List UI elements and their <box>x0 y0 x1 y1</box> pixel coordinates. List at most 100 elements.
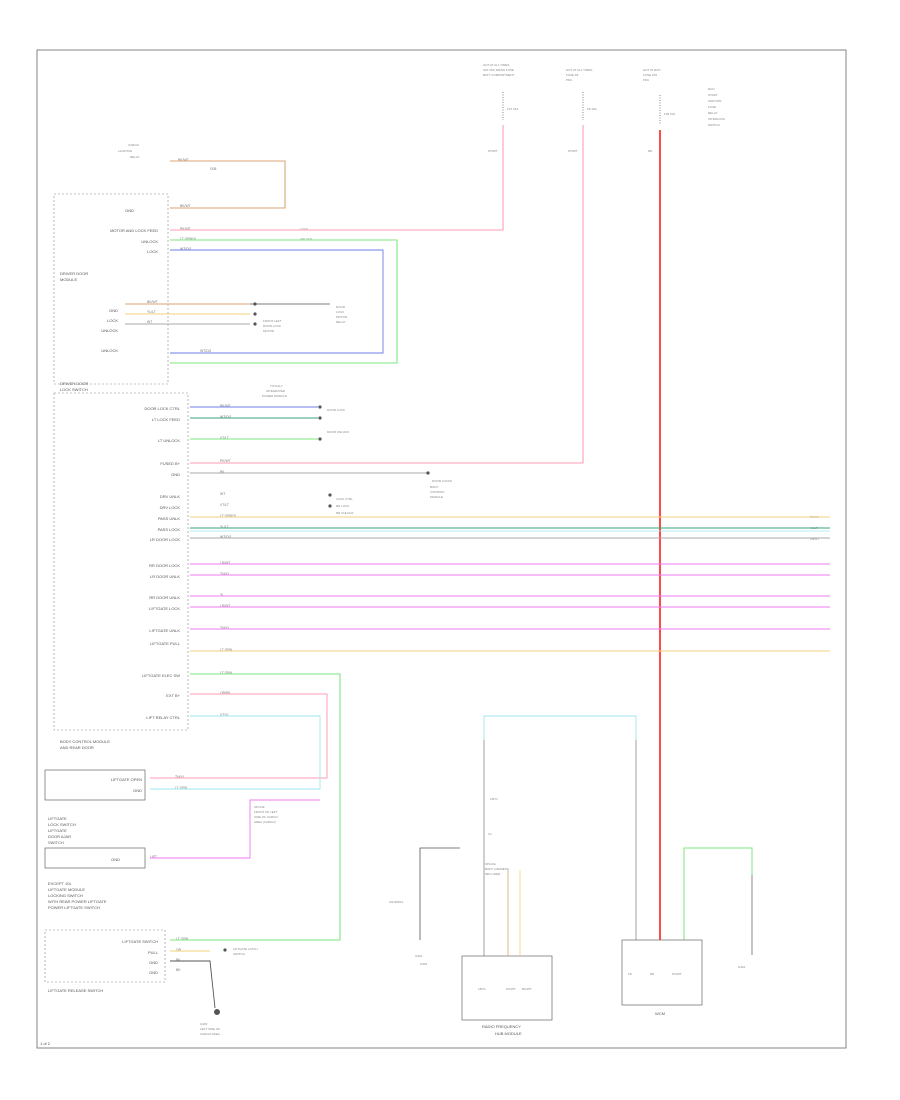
antenna-conn: C1 <box>488 832 492 836</box>
fuse-note-3: IGNITION <box>708 99 721 103</box>
wire-blue-unlock <box>170 249 384 354</box>
driver-wire-4: WT/DG <box>180 247 192 251</box>
liftgate-note-2: DOOR AJAR <box>48 834 71 839</box>
bottom-switch-wire-3: BK <box>176 958 181 962</box>
tipm-title-3: POWER MODULE <box>262 394 287 398</box>
tipm-pin-3: LT UNLOCK <box>158 438 180 443</box>
bottom-switch-ground-3: CARGO AREA <box>200 1032 220 1036</box>
fuse-notes: RUN START IGNITION FUSE RELAY INTERLOCK … <box>708 87 725 127</box>
tipm-wire-5: BK <box>220 470 225 474</box>
lock-switch-lamp-2: DOOR LOCK <box>263 324 281 328</box>
tipm-pin-9: PASS LOCK <box>158 527 181 532</box>
fuse-note-6: INTERLOCK <box>708 117 725 121</box>
fuse-1-sub: BATT COMPARTMENT <box>483 73 515 77</box>
bottom-switch-wire-4: BK <box>176 968 181 972</box>
fuse-note-1: RUN <box>708 87 715 91</box>
fuse-3-label: FUSE F35 <box>643 73 657 77</box>
tipm-right-9: LB/WT <box>810 537 819 541</box>
lock-switch-wire-1: BK/WT <box>147 300 158 304</box>
rke-wires <box>483 740 521 956</box>
lock-switch-lamp-1: FRONT LEFT <box>263 319 282 323</box>
connector-dot <box>318 405 322 409</box>
wire-liftgate-magenta <box>150 799 320 859</box>
bottom-switch-wire-1: LT GRN <box>176 937 189 941</box>
wcm-module: WCM LB RD PK/WT G301 <box>628 965 746 1016</box>
tipm-pin-4: FUSED B+ <box>160 461 180 466</box>
liftgate-conn-4: AREA (CARGO) <box>254 820 276 824</box>
connector-dot <box>223 948 227 952</box>
diagram-frame <box>36 49 847 1049</box>
driver-pin-2: MOTOR AND LOCK FEED <box>110 228 158 233</box>
tipm-wire-16: LT GRN <box>220 648 233 652</box>
rke-module-line-2: HUB MODULE <box>495 1031 522 1036</box>
fuse-2-name: HOT AT ALL TIMES <box>566 68 592 72</box>
tipm-pin-16: LIFTGATE PULL <box>150 641 181 646</box>
cargo-relay-wire: BK/WT <box>178 158 189 162</box>
lock-switch-note-2: LOCK <box>336 310 344 314</box>
tipm-wire-9: YL/LT <box>220 525 229 529</box>
fuse-note-5: RELAY <box>708 111 718 115</box>
tipm-pin-2: LT LOCK FEED <box>152 417 180 422</box>
wcm-wires <box>635 740 753 955</box>
driver-pin-1: GND <box>125 208 134 213</box>
driver-right-pin-1: LOCK <box>300 227 308 231</box>
lock-switch-title-1: DRIVER DOOR <box>60 381 88 386</box>
lock-switch-title-2: LOCK SWITCH <box>60 387 88 392</box>
tipm-wire-15: TN/YL <box>220 626 230 630</box>
fuse-1-rating: F27 15A <box>507 107 518 111</box>
liftgate-conn-3: SIDE OF CARGO <box>254 815 279 819</box>
lock-switch: GND LOCK UNLOCK UNLOCK BK/WT YL/LT WT WT… <box>60 300 348 392</box>
lock-switch-note-4: RELAY <box>336 320 346 324</box>
rke-wire-2: PK/WT <box>506 987 516 991</box>
tipm-wire-19: VT/YL <box>220 713 230 717</box>
diagram-code: 1 of 2 <box>40 1041 51 1046</box>
liftgate-title-1: LIFTGATE <box>48 816 67 821</box>
tipm-bottom-note-2: AND REAR DOOR <box>60 745 94 750</box>
fuse-3-rating: F35 10A <box>664 112 675 116</box>
driver-wire-2: PK/WT <box>180 227 191 231</box>
tipm-pin-11: RR DOOR LOCK <box>149 563 180 568</box>
connector-dots <box>223 302 430 952</box>
tipm-pin-17: LIFTGATE ELEC SW <box>142 673 180 678</box>
driver-pin-3: UNLOCK <box>141 239 158 244</box>
tipm-wire-3: VT/LT <box>220 436 229 440</box>
tipm-right-5: RR LOCK <box>336 504 349 508</box>
liftgate-note-1: LIFTGATE <box>48 828 67 833</box>
bottom-switch-pin-2: PULL <box>148 950 159 955</box>
connector-dot <box>253 322 257 326</box>
wire-rke-ground <box>419 847 460 940</box>
fuse-note-2: START <box>708 93 718 97</box>
tipm-right-6: RR UNLOCK <box>336 511 354 515</box>
rke-note-3: MID LINER <box>485 872 501 876</box>
driver-wire-1: BK/WT <box>180 204 191 208</box>
tipm-title-2: INTEGRATED <box>266 389 286 393</box>
bottom-note-5: POWER LIFTGATE SWITCH <box>48 905 100 910</box>
fuse-note-4: FUSE <box>708 105 716 109</box>
bottom-notes: EXCEPT 10L LIFTGATE MODULE LOCKING SWITC… <box>48 881 107 910</box>
bottom-note-1: EXCEPT 10L <box>48 881 72 886</box>
tipm-wire-12: TN/YL <box>220 572 230 576</box>
liftgate-wire-2: LT GRN <box>175 786 188 790</box>
tipm-wire-labels: BK/WT WT/DG VT/LT PK/WT BK WT VT/LT LT G… <box>220 404 237 717</box>
lock-switch-lamp-3: MOTOR <box>263 329 275 333</box>
wcm-wire-3: PK/WT <box>672 972 682 976</box>
tipm-pin-1: DOOR LOCK CTRL <box>144 406 180 411</box>
connector-dot <box>318 416 322 420</box>
wire-bottom-dark <box>170 960 216 1009</box>
wcm-outline <box>621 939 703 1006</box>
liftgate-wire-1: TN/YL <box>175 775 185 779</box>
fuse-note-7: SWITCH <box>708 123 720 127</box>
fuse-block-1: HOT AT ALL TIMES IGN OFF DRAW FUSE BATT … <box>483 63 518 153</box>
wcm-ground: G301 <box>738 965 746 969</box>
tipm-pin-6: DRV UNLK <box>160 494 180 499</box>
bottom-switch-pin-1: LIFTGATE SWITCH <box>122 939 158 944</box>
tipm-wire-1: BK/WT <box>220 404 231 408</box>
liftgate-title-2: LOCK SWITCH <box>48 822 76 827</box>
rke-wire-3: BK/WT <box>522 987 532 991</box>
lock-switch-note-1: DOOR <box>336 305 346 309</box>
wcm-wire-1: LB <box>628 972 632 976</box>
rke-ground: G301 <box>420 962 428 966</box>
liftgate-pin-1: LIFTGATE OPEN <box>111 777 142 782</box>
driver-pin-4: LOCK <box>147 249 158 254</box>
fuse-3-wire-code: RD <box>648 149 653 153</box>
